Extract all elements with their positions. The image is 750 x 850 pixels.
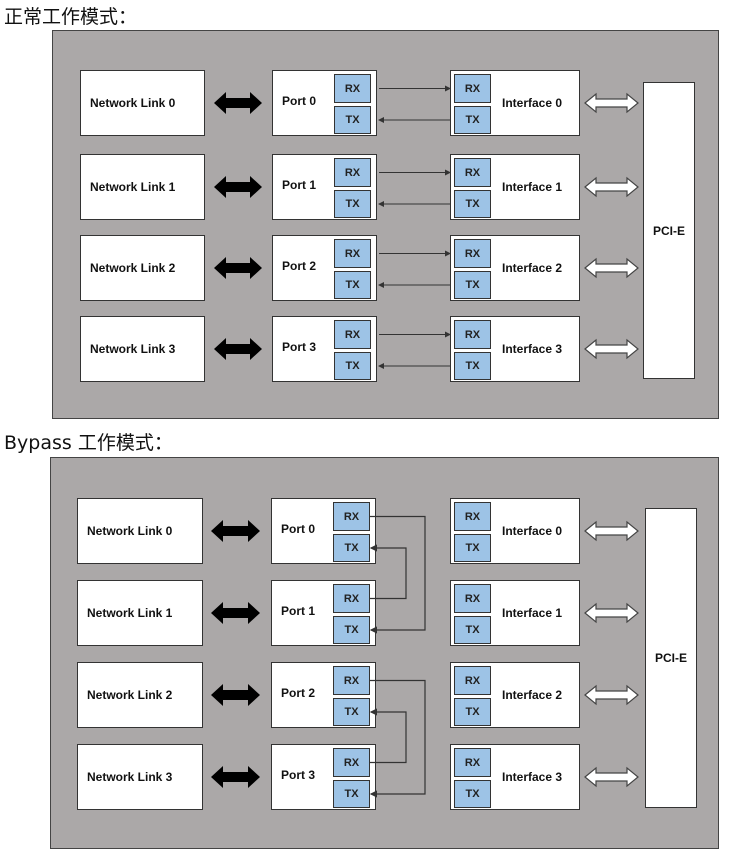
network-link-label: Network Link 2: [90, 261, 176, 275]
port-label: Port 2: [282, 259, 317, 273]
interface-label: Interface 2: [502, 688, 563, 702]
port-rx-queue: RX: [333, 666, 370, 695]
interface-rx-queue: RX: [454, 320, 491, 349]
interface-label: Interface 3: [502, 770, 563, 784]
network-link-box: [77, 662, 203, 728]
network-link-box: [80, 235, 205, 301]
interface-tx-queue: TX: [454, 534, 491, 562]
pcie-bus: PCI-E: [645, 508, 697, 808]
port-tx-queue: TX: [334, 271, 371, 299]
interface-label: Interface 0: [502, 524, 563, 538]
interface-rx-queue: RX: [454, 502, 491, 531]
interface-rx-queue: RX: [454, 666, 491, 695]
port-tx-queue: TX: [333, 780, 370, 808]
port-rx-queue: RX: [334, 239, 371, 268]
port-rx-queue: RX: [333, 502, 370, 531]
network-link-label: Network Link 0: [87, 524, 173, 538]
network-link-box: [77, 580, 203, 646]
port-tx-queue: TX: [333, 616, 370, 644]
bypass-mode-title: Bypass 工作模式：: [4, 432, 173, 454]
interface-label: Interface 1: [502, 606, 563, 620]
port-label: Port 3: [282, 340, 317, 354]
normal-mode-title: 正常工作模式：: [4, 6, 138, 28]
interface-label: Interface 0: [502, 96, 563, 110]
port-label: Port 0: [282, 94, 317, 108]
port-label: Port 0: [281, 522, 316, 536]
port-rx-queue: RX: [333, 748, 370, 777]
network-link-label: Network Link 1: [87, 606, 173, 620]
network-link-box: [80, 70, 205, 136]
port-tx-queue: TX: [334, 190, 371, 218]
network-link-box: [80, 316, 205, 382]
port-rx-queue: RX: [334, 320, 371, 349]
interface-label: Interface 1: [502, 180, 563, 194]
interface-tx-queue: TX: [454, 190, 491, 218]
port-tx-queue: TX: [334, 352, 371, 380]
network-link-box: [77, 498, 203, 564]
network-link-box: [80, 154, 205, 220]
port-label: Port 3: [281, 768, 316, 782]
interface-tx-queue: TX: [454, 106, 491, 134]
interface-rx-queue: RX: [454, 584, 491, 613]
port-label: Port 1: [282, 178, 317, 192]
port-label: Port 1: [281, 604, 316, 618]
network-link-box: [77, 744, 203, 810]
interface-rx-queue: RX: [454, 239, 491, 268]
interface-label: Interface 2: [502, 261, 563, 275]
interface-tx-queue: TX: [454, 271, 491, 299]
interface-rx-queue: RX: [454, 74, 491, 103]
port-label: Port 2: [281, 686, 316, 700]
network-link-label: Network Link 3: [90, 342, 176, 356]
interface-tx-queue: TX: [454, 780, 491, 808]
network-link-label: Network Link 0: [90, 96, 176, 110]
port-tx-queue: TX: [333, 534, 370, 562]
pcie-bus: PCI-E: [643, 82, 695, 379]
network-link-label: Network Link 2: [87, 688, 173, 702]
port-tx-queue: TX: [333, 698, 370, 726]
interface-rx-queue: RX: [454, 158, 491, 187]
network-link-label: Network Link 1: [90, 180, 176, 194]
interface-label: Interface 3: [502, 342, 563, 356]
port-rx-queue: RX: [333, 584, 370, 613]
interface-rx-queue: RX: [454, 748, 491, 777]
interface-tx-queue: TX: [454, 352, 491, 380]
interface-tx-queue: TX: [454, 698, 491, 726]
port-tx-queue: TX: [334, 106, 371, 134]
network-link-label: Network Link 3: [87, 770, 173, 784]
port-rx-queue: RX: [334, 74, 371, 103]
port-rx-queue: RX: [334, 158, 371, 187]
interface-tx-queue: TX: [454, 616, 491, 644]
